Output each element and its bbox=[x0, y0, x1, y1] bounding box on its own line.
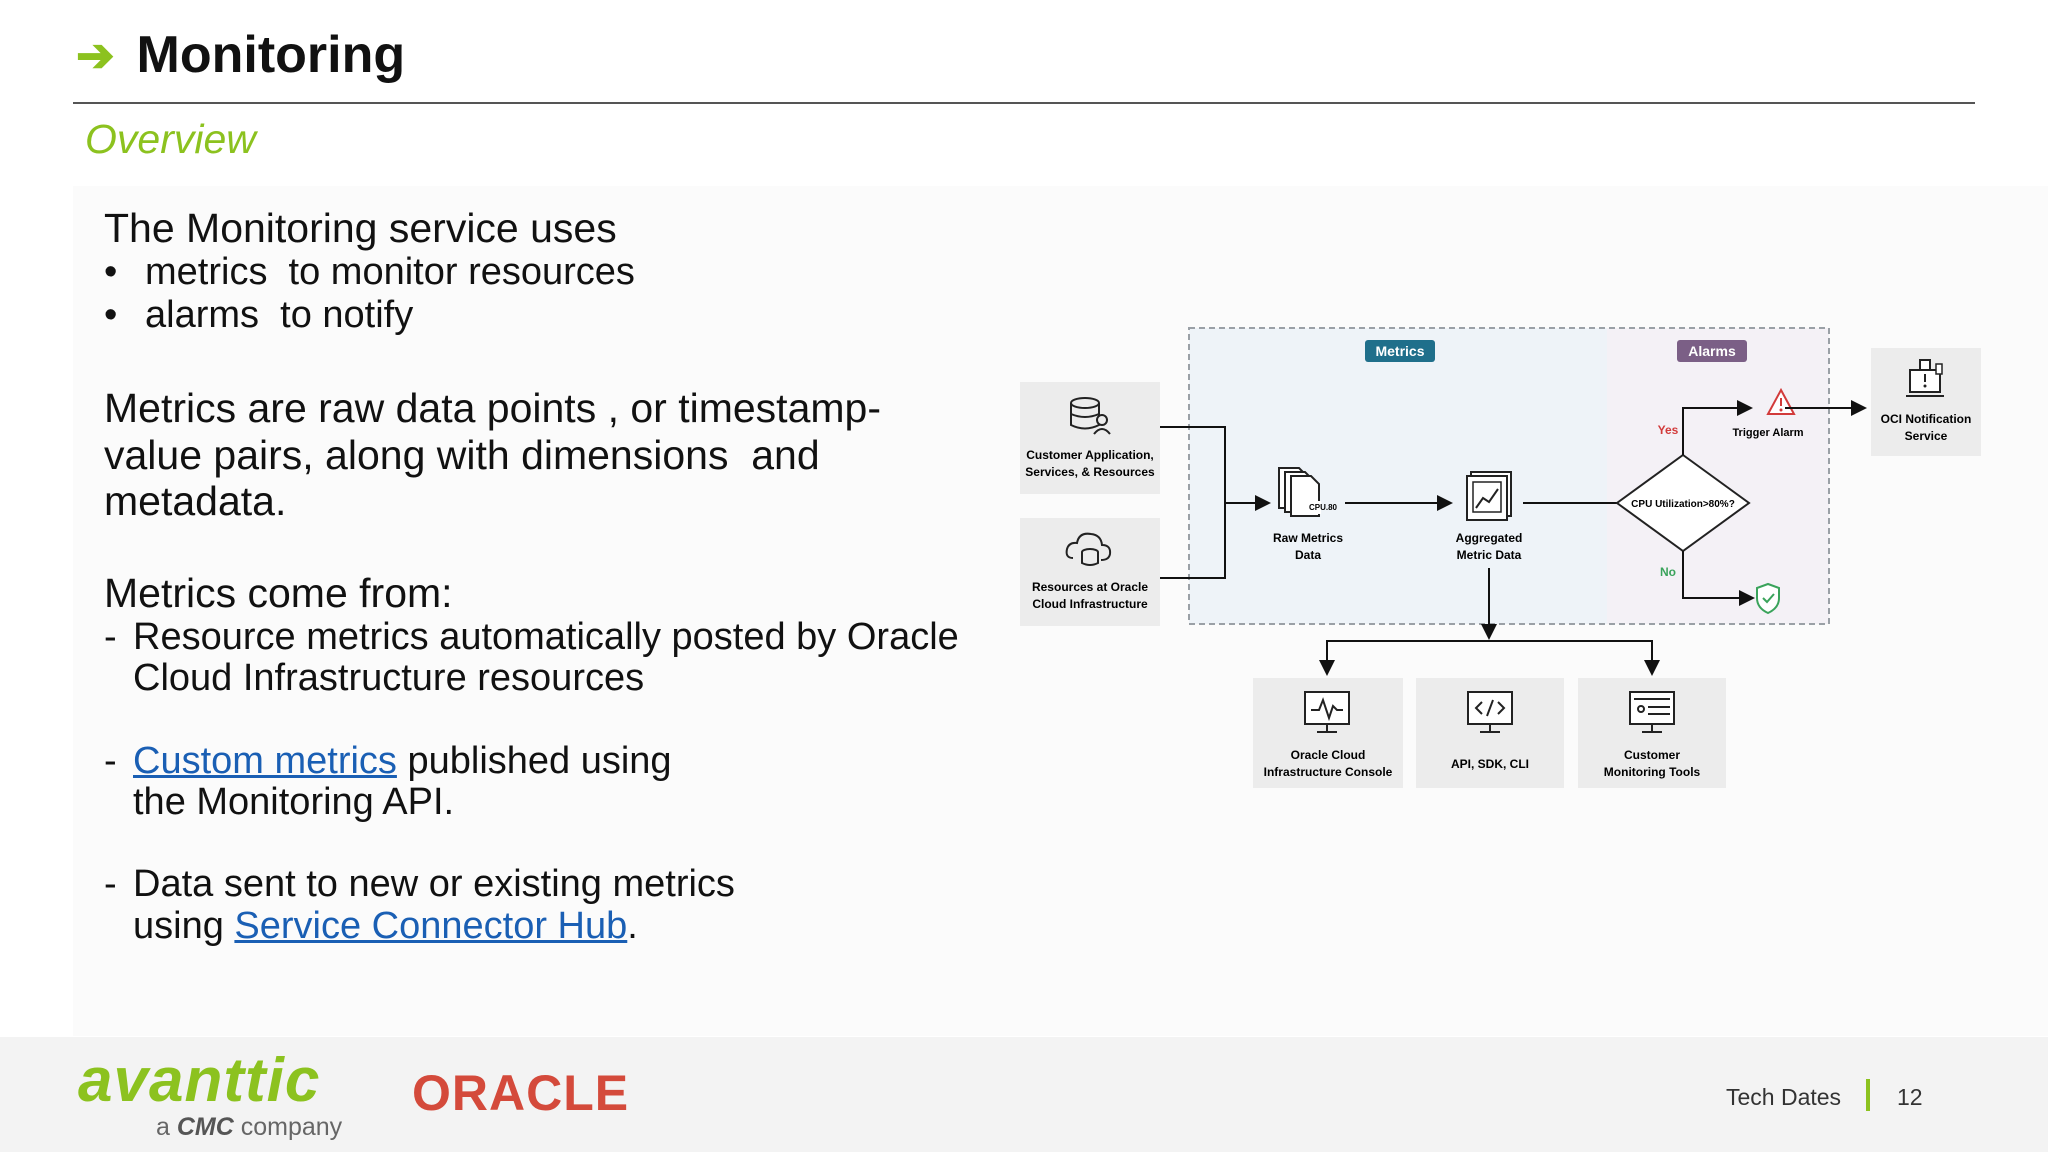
yes-arrow bbox=[1682, 400, 1753, 455]
source-line: . bbox=[627, 904, 638, 947]
consumer-connector bbox=[1326, 640, 1653, 674]
tagline-text: a bbox=[156, 1113, 177, 1141]
metrics-region bbox=[1189, 328, 1607, 624]
text-column: The Monitoring service uses •metrics to … bbox=[104, 205, 1004, 947]
oracle-logo: ORACLE bbox=[412, 1065, 630, 1121]
footer-label: Tech Dates bbox=[1726, 1084, 1842, 1110]
cloud-database-icon bbox=[1065, 532, 1112, 566]
database-user-icon bbox=[1070, 397, 1111, 435]
aggregated-label: Aggregated bbox=[1456, 531, 1523, 545]
customer-app-label: Customer Application, bbox=[1026, 448, 1154, 462]
no-arrow bbox=[1682, 551, 1755, 606]
alarms-region bbox=[1607, 328, 1829, 624]
decision-label: CPU Utilization>80%? bbox=[1631, 499, 1735, 510]
metrics-badge-label: Metrics bbox=[1375, 343, 1424, 359]
tagline-text: company bbox=[233, 1113, 343, 1141]
console-label: Oracle Cloud bbox=[1291, 748, 1366, 762]
raw-metrics-label: Raw Metrics bbox=[1273, 531, 1343, 545]
slide-subtitle: Overview bbox=[85, 116, 256, 162]
metrics-badge bbox=[1365, 340, 1435, 362]
source-line: Data sent to new or existing metrics bbox=[133, 863, 735, 906]
page-number: 12 bbox=[1897, 1084, 1923, 1110]
raw-metrics-tag: CPU.80 bbox=[1309, 503, 1338, 512]
monitoring-flow-diagram: Metrics Alarms Customer Application, Ser… bbox=[1020, 327, 1981, 788]
no-label: No bbox=[1660, 565, 1676, 579]
title-divider bbox=[73, 102, 1975, 104]
alarms-badge bbox=[1677, 340, 1747, 362]
oci-resources-label: Cloud Infrastructure bbox=[1032, 597, 1148, 611]
raw-metrics-files-icon bbox=[1278, 467, 1321, 517]
metrics-definition-line: metadata. bbox=[104, 478, 287, 525]
code-monitor-icon bbox=[1467, 691, 1513, 733]
source-line: Cloud Infrastructure resources bbox=[133, 657, 645, 700]
api-label: API, SDK, CLI bbox=[1451, 757, 1529, 771]
oci-resources-box bbox=[1020, 518, 1160, 626]
title-row: ➔ Monitoring bbox=[76, 20, 405, 90]
sources-heading: Metrics come from: bbox=[104, 570, 453, 617]
tools-label: Customer bbox=[1624, 748, 1680, 762]
bullet-text: metrics to monitor resources bbox=[145, 251, 635, 294]
bullet-item: •metrics to monitor resources bbox=[104, 251, 635, 294]
aggregated-chart-icon bbox=[1466, 471, 1512, 521]
alarms-badge-label: Alarms bbox=[1688, 343, 1736, 359]
aggregated-label: Metric Data bbox=[1457, 548, 1522, 562]
slide-footer bbox=[0, 1037, 2048, 1152]
shield-check-icon bbox=[1756, 582, 1780, 615]
metrics-definition-line: value pairs, along with dimensions and bbox=[104, 431, 820, 478]
avanttic-logo: avanttic bbox=[78, 1046, 321, 1115]
bullet-text: alarms to notify bbox=[145, 293, 414, 336]
console-label: Infrastructure Console bbox=[1264, 765, 1393, 779]
raw-metrics-label: Data bbox=[1295, 548, 1321, 562]
slide-title: Monitoring bbox=[136, 26, 406, 84]
tools-label: Monitoring Tools bbox=[1604, 765, 1701, 779]
intro-text: The Monitoring service uses bbox=[104, 205, 617, 251]
arrow-right-icon: ➔ bbox=[76, 29, 115, 81]
source-line: published using bbox=[396, 739, 672, 782]
notification-laptop-icon bbox=[1906, 359, 1944, 397]
customer-app-label: Services, & Resources bbox=[1025, 465, 1155, 479]
metrics-definition-line: Metrics are raw data points , or timesta… bbox=[104, 385, 881, 432]
tagline-bold: CMC bbox=[176, 1113, 234, 1141]
bullet-item: •alarms to notify bbox=[104, 293, 414, 336]
dashed-boundary bbox=[1188, 327, 1830, 625]
cmc-tagline: a CMC company bbox=[156, 1113, 342, 1142]
monitor-pulse-icon bbox=[1304, 691, 1350, 733]
trigger-alarm-label: Trigger Alarm bbox=[1732, 427, 1803, 439]
oci-notification-label: OCI Notification bbox=[1881, 412, 1972, 426]
dashboard-monitor-icon bbox=[1629, 691, 1675, 733]
custom-metrics-link[interactable]: Custom metrics bbox=[133, 739, 397, 782]
service-connector-hub-link[interactable]: Service Connector Hub bbox=[234, 904, 628, 947]
customer-app-box bbox=[1020, 382, 1160, 494]
footer-divider bbox=[1866, 1079, 1870, 1111]
oci-notification-label: Service bbox=[1905, 429, 1948, 443]
source-item: - Resource metrics automatically posted … bbox=[104, 615, 959, 700]
yes-label: Yes bbox=[1658, 423, 1679, 437]
source-line: Resource metrics automatically posted by… bbox=[133, 615, 959, 658]
source-line: using bbox=[133, 904, 235, 947]
oci-resources-label: Resources at Oracle bbox=[1032, 580, 1148, 594]
source-line: the Monitoring API. bbox=[133, 780, 455, 823]
